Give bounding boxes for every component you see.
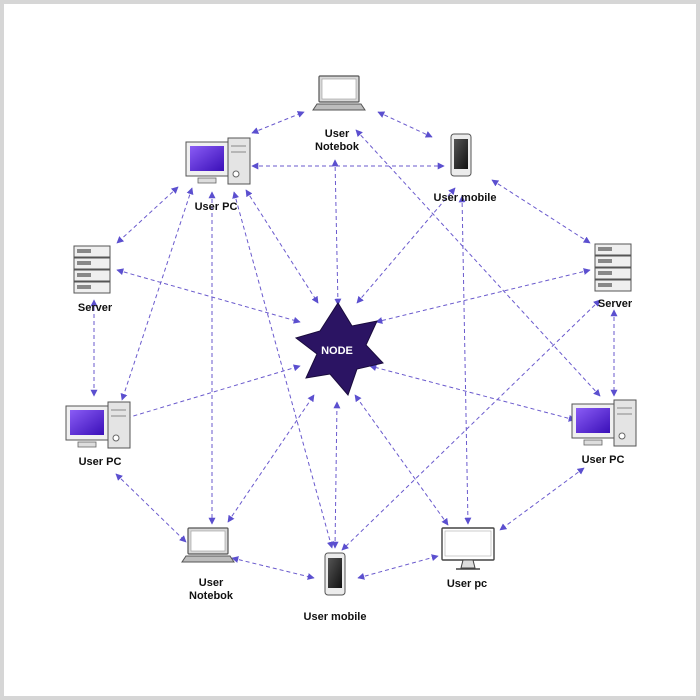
- link-pc-lpc: [120, 187, 194, 401]
- device-label: User Notebok: [315, 128, 359, 153]
- link-pc-node: [245, 189, 319, 304]
- link-notebook-mobile: [377, 111, 433, 138]
- monitor-icon[interactable]: [441, 527, 495, 570]
- link-rserver-node: [375, 268, 591, 324]
- link-notebook-node: [331, 159, 342, 306]
- server-icon[interactable]: [594, 243, 632, 292]
- smartphone-icon[interactable]: [450, 133, 472, 177]
- link-bnotebook-bmobile: [231, 556, 315, 580]
- desktop-pc-icon[interactable]: [571, 399, 637, 447]
- device-label: User PC: [194, 201, 238, 213]
- device-label: Server: [597, 298, 633, 310]
- link-bmobile-bpc: [357, 554, 439, 580]
- link-bmobile-node: [331, 401, 341, 549]
- laptop-icon[interactable]: [312, 75, 366, 111]
- laptop-icon[interactable]: [181, 527, 235, 563]
- connections: [90, 111, 618, 580]
- link-lpc-node: [119, 364, 301, 422]
- link-mobile-node: [356, 187, 456, 304]
- link-pc-lserver: [116, 186, 179, 244]
- node-star[interactable]: NODE: [294, 302, 384, 396]
- device-label: User mobile: [303, 611, 367, 623]
- link-pc-bmobile: [232, 191, 334, 549]
- link-mobile-rserver: [491, 179, 591, 244]
- link-pc-notebook: [251, 111, 305, 134]
- link-lpc-bnotebook: [115, 473, 187, 543]
- link-bpc-node: [354, 394, 449, 526]
- link-mobile-bpc: [458, 195, 472, 525]
- device-label: User PC: [581, 454, 625, 466]
- node-label: NODE: [321, 345, 353, 357]
- desktop-pc-icon[interactable]: [185, 137, 251, 185]
- server-icon[interactable]: [73, 245, 111, 294]
- link-bnotebook-node: [227, 394, 315, 523]
- link-lserver-node: [116, 268, 301, 324]
- device-label: User mobile: [433, 192, 497, 204]
- device-label: Server: [77, 302, 113, 314]
- device-label: User Notebok: [189, 577, 233, 602]
- link-rserver-bmobile: [341, 299, 601, 551]
- smartphone-icon[interactable]: [324, 552, 346, 596]
- device-label: User PC: [78, 456, 122, 468]
- desktop-pc-icon[interactable]: [65, 401, 131, 449]
- link-rpc-bpc: [499, 467, 585, 531]
- link-notebook-rpc: [355, 129, 601, 397]
- link-rpc-node: [369, 364, 576, 422]
- device-label: User pc: [446, 578, 488, 590]
